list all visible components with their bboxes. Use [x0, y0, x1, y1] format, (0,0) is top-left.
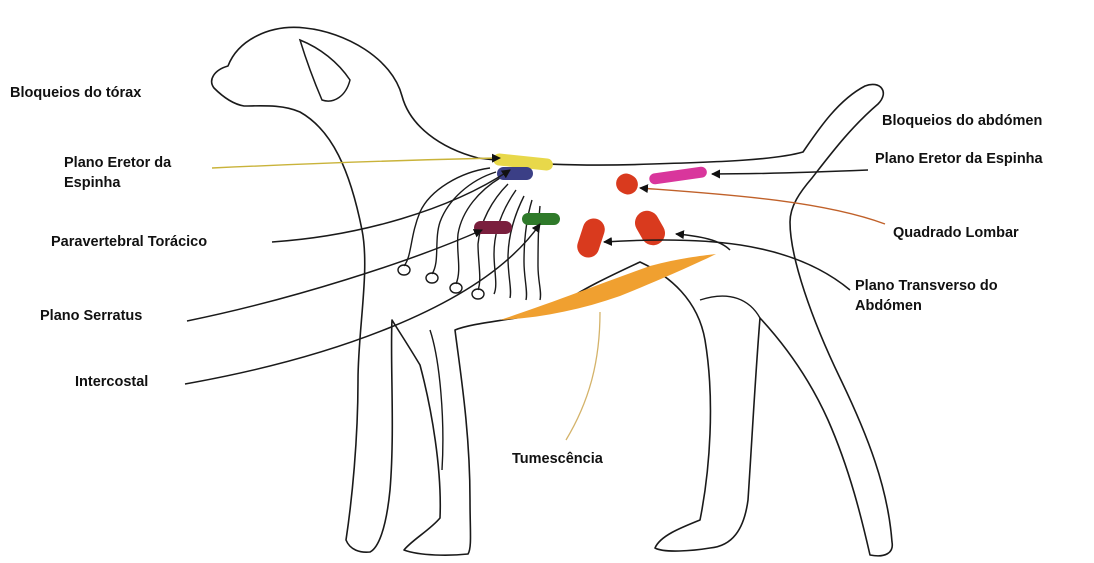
abdomen-erector-leader — [712, 170, 868, 174]
dog-outline — [212, 27, 893, 555]
tumescence-label: Tumescência — [512, 450, 603, 468]
abdomen-erector-spinae-marker — [649, 166, 708, 185]
rib-cage — [398, 168, 541, 300]
hind-leg-inner — [700, 296, 760, 318]
transversus-abdominis-label-line1: Plano Transverso do — [855, 277, 998, 295]
paravertebral-label: Paravertebral Torácico — [51, 233, 207, 251]
thorax-erector-spinae-label-line2: Espinha — [64, 174, 120, 192]
quadratus-lumborum-leader — [640, 188, 885, 224]
thorax-erector-spinae-label-line1: Plano Eretor da — [64, 154, 171, 172]
paravertebral-marker — [497, 167, 533, 180]
thorax-erector-leader — [212, 158, 500, 168]
serratus-label: Plano Serratus — [40, 307, 142, 325]
abdomen-erector-spinae-label: Plano Eretor da Espinha — [875, 150, 1043, 168]
paravertebral-leader — [272, 170, 510, 242]
abdomen-blocks-heading: Bloqueios do abdómen — [882, 112, 1042, 130]
transversus-abdominis-label-line2: Abdómen — [855, 297, 922, 315]
transversus-abdominis-marker-1 — [574, 216, 607, 261]
tumescence-marker — [500, 254, 716, 320]
serratus-marker — [474, 221, 512, 234]
dog-ear — [300, 40, 350, 101]
intercostal-marker — [522, 213, 560, 225]
transversus-abdominis-marker-2 — [631, 206, 670, 249]
quadratus-lumborum-label: Quadrado Lombar — [893, 224, 1019, 242]
intercostal-label: Intercostal — [75, 373, 148, 391]
quadratus-lumborum-marker — [612, 170, 641, 198]
thorax-blocks-heading: Bloqueios do tórax — [10, 84, 141, 102]
tumescence-leader — [566, 312, 600, 440]
